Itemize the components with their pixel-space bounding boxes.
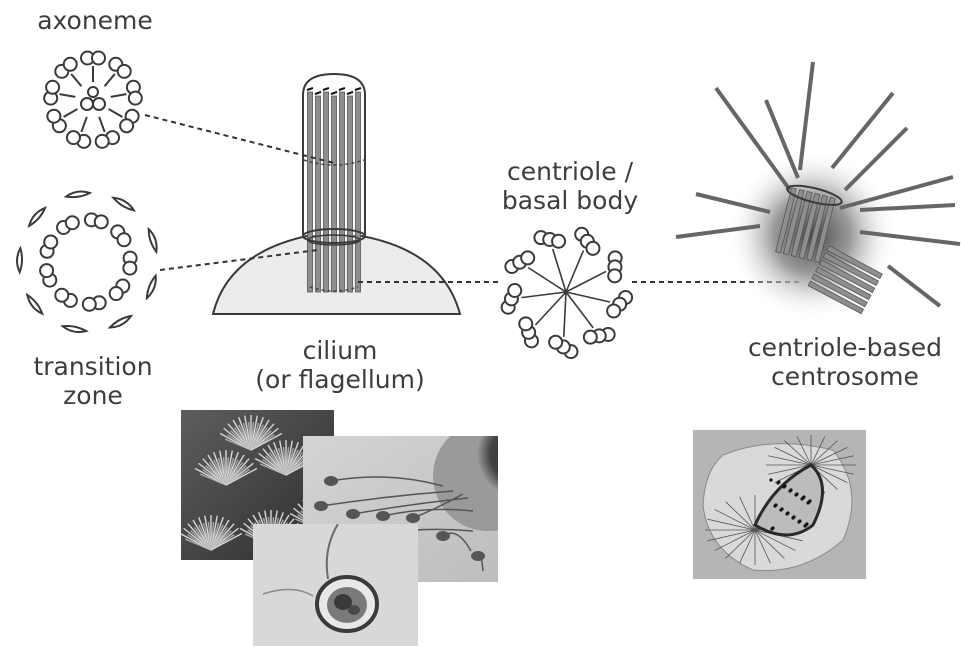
transition-zone-cross-section	[17, 192, 157, 333]
centrosome-drawing	[676, 62, 960, 320]
flagellated-cell-image	[253, 524, 418, 646]
centrosome-image	[693, 430, 866, 579]
flagellated-cell-micrograph	[253, 524, 418, 646]
centriole-cross-section	[502, 228, 632, 358]
axoneme-cross-section	[44, 52, 142, 148]
connector-lines	[145, 115, 800, 282]
cilium-drawing	[213, 74, 460, 314]
centrosome-fluorescence-micrograph	[693, 430, 866, 579]
